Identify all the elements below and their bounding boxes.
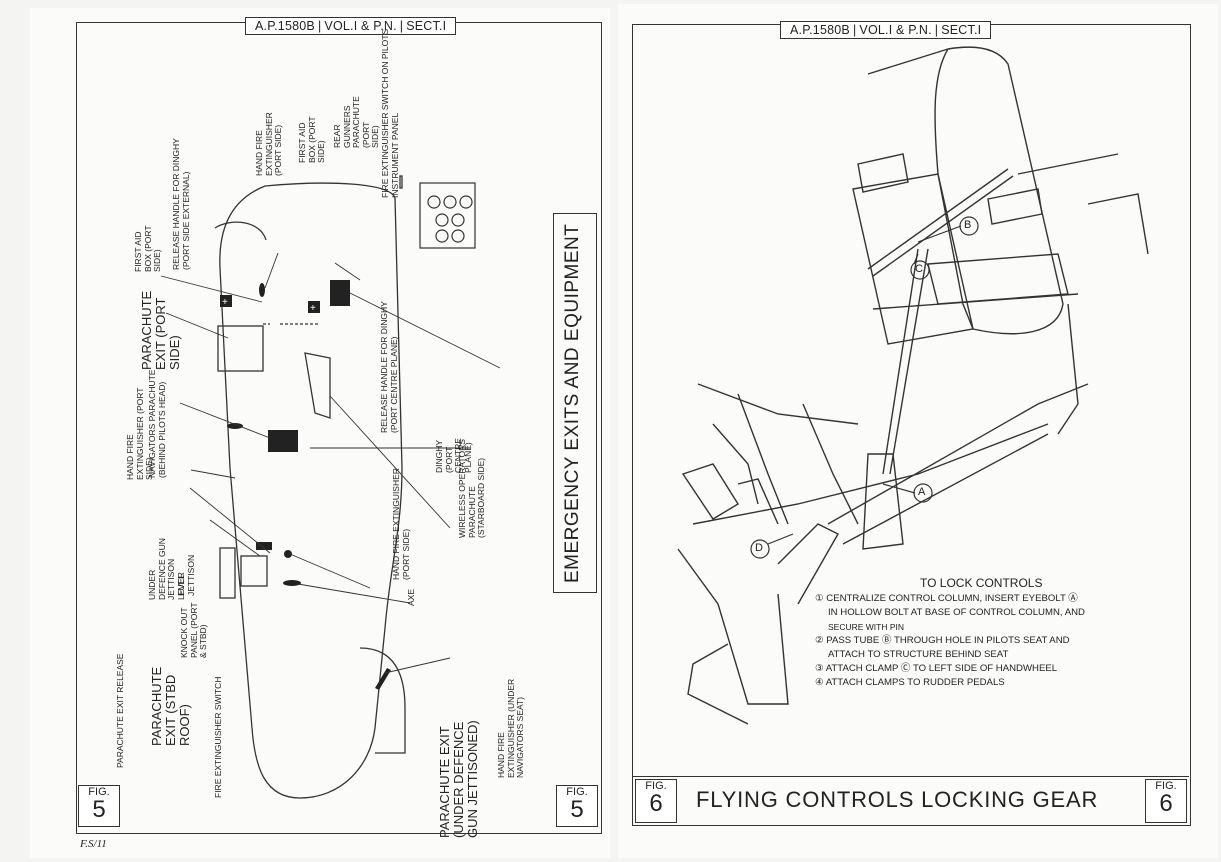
fig-label: FIG. xyxy=(1155,780,1177,792)
lock-step-3: ③ ATTACH CLAMP Ⓒ TO LEFT SIDE OF HANDWHE… xyxy=(815,662,1085,676)
footer-initials: F.S/11 xyxy=(80,838,107,850)
lock-step-1-cont: IN HOLLOW BOLT AT BASE OF CONTROL COLUMN… xyxy=(815,606,1085,620)
step-text: ATTACH CLAMPS TO RUDDER PEDALS xyxy=(825,677,1005,688)
step-text: CENTRALIZE CONTROL COLUMN, INSERT EYEBOL… xyxy=(826,593,1078,604)
step-number: ① xyxy=(815,593,824,604)
step-text: ATTACH CLAMP Ⓒ TO LEFT SIDE OF HANDWHEEL xyxy=(825,663,1058,674)
label-parachute-exit-port: PARACHUTE EXIT (PORT SIDE) xyxy=(139,290,182,370)
label-first-aid-box-top: FIRST AID BOX (PORT SIDE) xyxy=(297,116,326,163)
fig-label: FIG. xyxy=(645,780,667,792)
fig-box-right: FIG. 6 xyxy=(1145,779,1187,823)
label-parachute-exit-release: PARACHUTE EXIT RELEASE xyxy=(115,653,125,768)
step-number: ③ xyxy=(815,663,824,674)
lock-instructions-heading: TO LOCK CONTROLS xyxy=(920,576,1043,590)
fig-box-left: FIG. 6 xyxy=(635,779,677,823)
label-axe: AXE xyxy=(406,588,416,606)
callout-b: B xyxy=(964,219,972,231)
label-hand-fire-ext-navigators: HAND FIRE EXTINGUISHER (UNDER NAVIGATORS… xyxy=(496,678,525,778)
lock-step-2: ② PASS TUBE Ⓑ THROUGH HOLE IN PILOTS SEA… xyxy=(815,634,1085,648)
callout-a: A xyxy=(918,486,926,498)
label-rear-gunners-parachute: REAR GUNNERS PARACHUTE (PORT SIDE) xyxy=(332,96,380,148)
aircraft-outline-drawing: ++ xyxy=(160,175,501,799)
svg-text:+: + xyxy=(310,303,316,314)
label-first-aid-box-left: FIRST AID BOX (PORT SIDE) xyxy=(133,225,162,272)
left-page-header: A.P.1580B|VOL.I & P.N.|SECT.I xyxy=(245,17,457,35)
lock-step-1: ① CENTRALIZE CONTROL COLUMN, INSERT EYEB… xyxy=(815,592,1085,606)
fig-box-bottom-left: FIG. 5 xyxy=(78,785,120,827)
header-sect: SECT.I xyxy=(941,23,982,37)
header-ref: A.P.1580B xyxy=(790,23,850,37)
header-ref: A.P.1580B xyxy=(255,19,315,33)
step-text: SECURE WITH PIN xyxy=(828,622,905,632)
label-fuel-jettison: FUEL JETTISON xyxy=(176,554,196,596)
svg-text:+: + xyxy=(222,297,228,308)
title-box xyxy=(553,213,597,593)
label-fire-ext-switch-panel: FIRE EXTINGUISHER SWITCH ON PILOTS INSTR… xyxy=(380,28,400,198)
fig-box-bottom-right: FIG. 5 xyxy=(556,785,598,827)
fig-label: FIG. xyxy=(566,786,588,798)
fig-label: FIG. xyxy=(88,786,110,798)
label-fire-extinguisher-switch: FIRE EXTINGUISHER SWITCH xyxy=(213,676,223,798)
locking-gear-drawing xyxy=(677,46,1149,725)
step-text: ATTACH TO STRUCTURE BEHIND SEAT xyxy=(828,649,1009,660)
header-vol: VOL.I & P.N. xyxy=(324,19,397,33)
fig-number: 6 xyxy=(1159,790,1173,817)
label-knock-out-panel: KNOCK OUT PANEL (PORT & STBD) xyxy=(179,602,208,658)
step-number: ② xyxy=(815,635,824,646)
label-parachute-exit-stbd: PARACHUTE EXIT (STBD ROOF) xyxy=(149,666,192,746)
step-number: ④ xyxy=(815,677,824,688)
bottom-title-strip xyxy=(632,776,1189,825)
lock-instructions: TO LOCK CONTROLS ① CENTRALIZE CONTROL CO… xyxy=(815,576,1085,690)
label-dinghy-centre-plane: DINGHY (PORT CENTRE PLANE) xyxy=(434,438,473,473)
flying-controls-title: FLYING CONTROLS LOCKING GEAR xyxy=(696,787,1099,812)
step-text: IN HOLLOW BOLT AT BASE OF CONTROL COLUMN… xyxy=(828,607,1085,618)
label-hand-fire-ext-middle: HAND FIRE EXTINGUISHER (PORT SIDE) xyxy=(391,468,411,580)
label-hand-fire-ext-top: HAND FIRE EXTINGUISHER (PORT SIDE) xyxy=(254,112,283,176)
header-vol: VOL.I & P.N. xyxy=(859,23,932,37)
header-sect: SECT.I xyxy=(406,19,447,33)
fig-number: 5 xyxy=(92,796,106,823)
lock-step-4: ④ ATTACH CLAMPS TO RUDDER PEDALS xyxy=(815,676,1085,690)
label-release-handle-dinghy-centre: RELEASE HANDLE FOR DINGHY (PORT CENTRE P… xyxy=(379,301,399,433)
callout-d: D xyxy=(755,542,763,554)
callout-c: C xyxy=(915,263,923,275)
fig-number: 6 xyxy=(649,790,663,817)
right-page: A.P.1580B|VOL.I & P.N.|SECT.I xyxy=(618,4,1218,858)
fig-number: 5 xyxy=(570,796,584,823)
label-parachute-exit-defence-gun: PARACHUTE EXIT (UNDER DEFENCE GUN JETTIS… xyxy=(437,720,480,838)
right-page-header: A.P.1580B|VOL.I & P.N.|SECT.I xyxy=(780,21,992,39)
label-release-handle-dinghy-ext: RELEASE HANDLE FOR DINGHY (PORT SIDE EXT… xyxy=(171,138,191,270)
lock-step-1-cont2: SECURE WITH PIN xyxy=(815,620,1085,634)
lock-step-2-cont: ATTACH TO STRUCTURE BEHIND SEAT xyxy=(815,648,1085,662)
step-text: PASS TUBE Ⓑ THROUGH HOLE IN PILOTS SEAT … xyxy=(826,635,1070,646)
label-hand-fire-ext-port: HAND FIRE EXTINGUISHER (PORT SIDE) xyxy=(125,387,154,480)
left-page: A.P.1580B|VOL.I & P.N.|SECT.I EMERGENCY … xyxy=(30,8,610,858)
